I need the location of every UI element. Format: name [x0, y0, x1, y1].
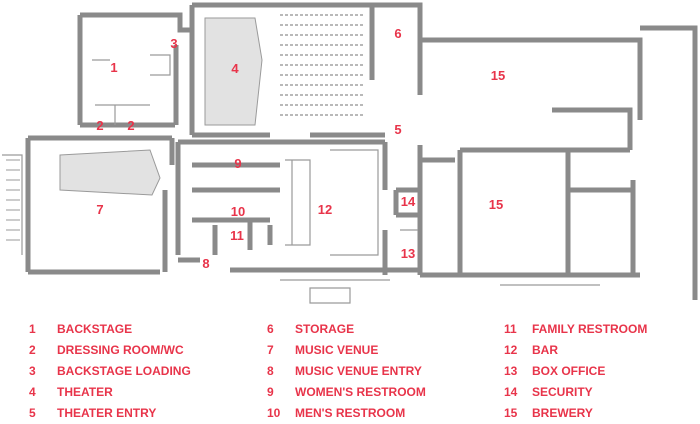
room-label-6: 6: [394, 26, 401, 41]
room-label-5: 5: [394, 122, 401, 137]
room-label-8: 8: [202, 256, 209, 271]
room-label-11: 11: [230, 228, 244, 243]
room-label-7: 7: [96, 202, 103, 217]
room-label-10: 10: [231, 204, 245, 219]
room-label-15b: 15: [489, 197, 503, 212]
floor-plan: 1 2 2 3 4 5 6 7 8 9 10 11 12 13 14 15 15: [2, 2, 698, 304]
room-label-2b: 2: [127, 118, 134, 133]
room-label-1: 1: [110, 60, 117, 75]
room-label-13: 13: [401, 246, 415, 261]
room-label-14: 14: [401, 194, 416, 209]
room-label-4: 4: [231, 61, 239, 76]
room-label-15a: 15: [491, 68, 505, 83]
room-label-2a: 2: [96, 118, 103, 133]
room-label-3: 3: [170, 36, 177, 51]
room-label-9: 9: [234, 156, 241, 171]
room-label-12: 12: [318, 202, 332, 217]
